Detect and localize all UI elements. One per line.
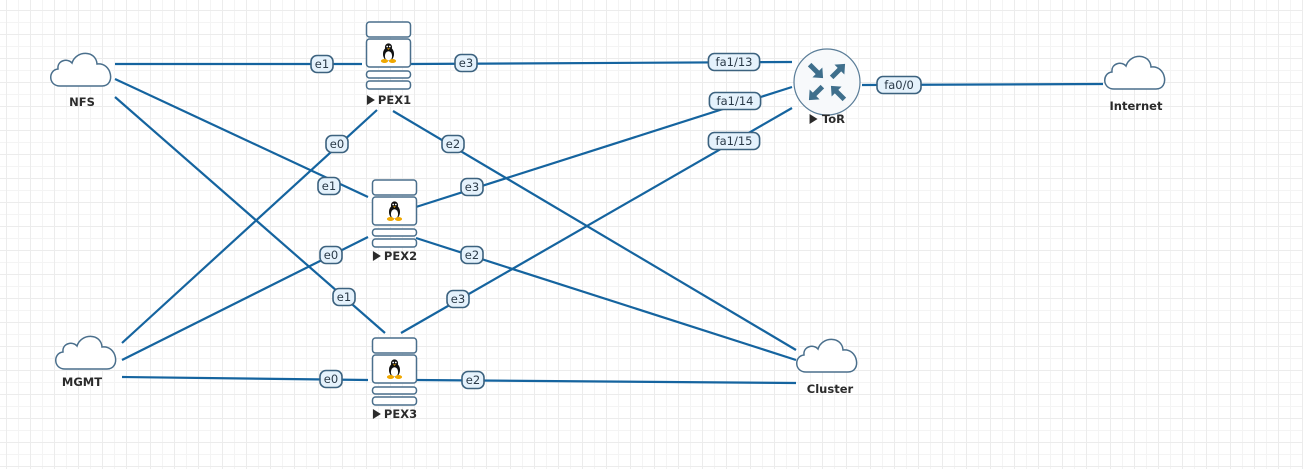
cloud-icon: [1104, 55, 1166, 90]
port-badge-box: [310, 54, 334, 74]
port-badge-box: [325, 134, 349, 154]
node-mgmt[interactable]: MGMT: [55, 335, 117, 389]
node-label-mgmt: MGMT: [62, 375, 102, 389]
play-icon[interactable]: [372, 251, 381, 261]
node-pex1[interactable]: PEX1: [365, 21, 412, 107]
port-badge-box: [454, 53, 478, 73]
server-bay: [371, 238, 418, 248]
play-icon[interactable]: [809, 114, 818, 124]
linux-tux-icon: [386, 201, 403, 221]
port-badge-box: [317, 176, 341, 196]
router-body: [793, 48, 861, 116]
server-bay: [365, 70, 412, 79]
port-badge-box: [441, 134, 465, 154]
port-badge-tor-fa0-0[interactable]: fa0/0: [876, 75, 922, 95]
port-badge-box: [319, 369, 343, 389]
linux-tux-icon: [386, 359, 403, 379]
port-badge-pex3-e0[interactable]: e0: [319, 369, 343, 389]
server-bay: [371, 337, 418, 354]
server-bay: [371, 386, 418, 395]
port-badge-label: e3: [459, 56, 473, 70]
node-tor[interactable]: ToR: [793, 48, 861, 126]
node-label-pex2: PEX2: [384, 249, 417, 263]
server-bay: [371, 228, 418, 237]
port-badge-tor-fa1-15[interactable]: fa1/15: [707, 131, 761, 151]
port-badge-pex2-e0[interactable]: e0: [319, 245, 343, 265]
node-label-pex3: PEX3: [384, 407, 417, 421]
port-badge-box: [461, 370, 485, 390]
port-badge-box: [332, 287, 356, 307]
port-badge-box: [460, 245, 484, 265]
port-badge-label: e1: [337, 290, 351, 304]
node-label-cluster: Cluster: [807, 382, 854, 396]
port-badge-label: e1: [315, 57, 329, 71]
port-badge-box: [707, 52, 761, 72]
port-badge-label: e3: [465, 180, 479, 194]
cloud-icon: [55, 335, 117, 370]
port-badge-box: [707, 131, 761, 151]
links-layer: [114, 60, 1104, 385]
node-internet[interactable]: Internet: [1104, 55, 1166, 113]
port-badge-pex1-e1[interactable]: e1: [310, 54, 334, 74]
port-badge-pex1-e2[interactable]: e2: [441, 134, 465, 154]
port-badge-tor-fa1-13[interactable]: fa1/13: [707, 52, 761, 72]
server-bay: [371, 396, 418, 406]
port-badge-pex1-e3[interactable]: e3: [454, 53, 478, 73]
port-badge-label: fa1/15: [716, 134, 753, 148]
server-bay: [371, 179, 418, 196]
port-badge-box: [319, 245, 343, 265]
linux-tux-icon: [380, 43, 397, 63]
server-bay: [365, 80, 412, 90]
port-badge-label: e3: [451, 292, 465, 306]
port-badge-box: [708, 91, 762, 111]
port-badge-label: e2: [465, 248, 479, 262]
node-pex2[interactable]: PEX2: [371, 179, 418, 263]
port-badge-label: e0: [330, 137, 344, 151]
play-icon[interactable]: [372, 409, 381, 419]
port-badge-label: fa1/13: [716, 55, 753, 69]
port-badges-layer: e1 e3 fa1/13 e1 e1 e0 e2 e3 fa1/14 e0 e2 e3 fa1/15 e0…: [310, 52, 922, 390]
port-badge-label: e0: [324, 248, 338, 262]
node-label-nfs: NFS: [69, 95, 95, 109]
port-badge-box: [446, 289, 470, 309]
port-badge-pex1-e0[interactable]: e0: [325, 134, 349, 154]
port-badge-pex2-e2[interactable]: e2: [460, 245, 484, 265]
server-bay: [365, 21, 412, 38]
port-badge-label: e2: [466, 373, 480, 387]
port-badge-label: e0: [324, 372, 338, 386]
port-badge-pex3-e3[interactable]: e3: [446, 289, 470, 309]
cloud-icon: [50, 52, 112, 87]
port-badge-box: [460, 177, 484, 197]
port-badge-pex2-e1[interactable]: e1: [317, 176, 341, 196]
cloud-icon: [796, 338, 858, 373]
port-badge-label: fa0/0: [884, 78, 914, 92]
port-badge-box: [876, 75, 922, 95]
port-badge-pex3-e1[interactable]: e1: [332, 287, 356, 307]
router-arrows-icon: [807, 62, 847, 102]
port-badge-pex3-e2[interactable]: e2: [461, 370, 485, 390]
port-badge-label: fa1/14: [717, 94, 754, 108]
node-cluster[interactable]: Cluster: [796, 338, 858, 396]
node-label-pex1: PEX1: [378, 93, 411, 107]
node-label-internet: Internet: [1110, 99, 1163, 113]
node-pex3[interactable]: PEX3: [371, 337, 418, 421]
port-badge-label: e2: [446, 137, 460, 151]
port-badge-label: e1: [322, 179, 336, 193]
port-badge-tor-fa1-14[interactable]: fa1/14: [708, 91, 762, 111]
node-nfs[interactable]: NFS: [50, 52, 112, 109]
play-icon[interactable]: [366, 95, 375, 105]
port-badge-pex2-e3[interactable]: e3: [460, 177, 484, 197]
node-label-tor: ToR: [822, 112, 845, 126]
